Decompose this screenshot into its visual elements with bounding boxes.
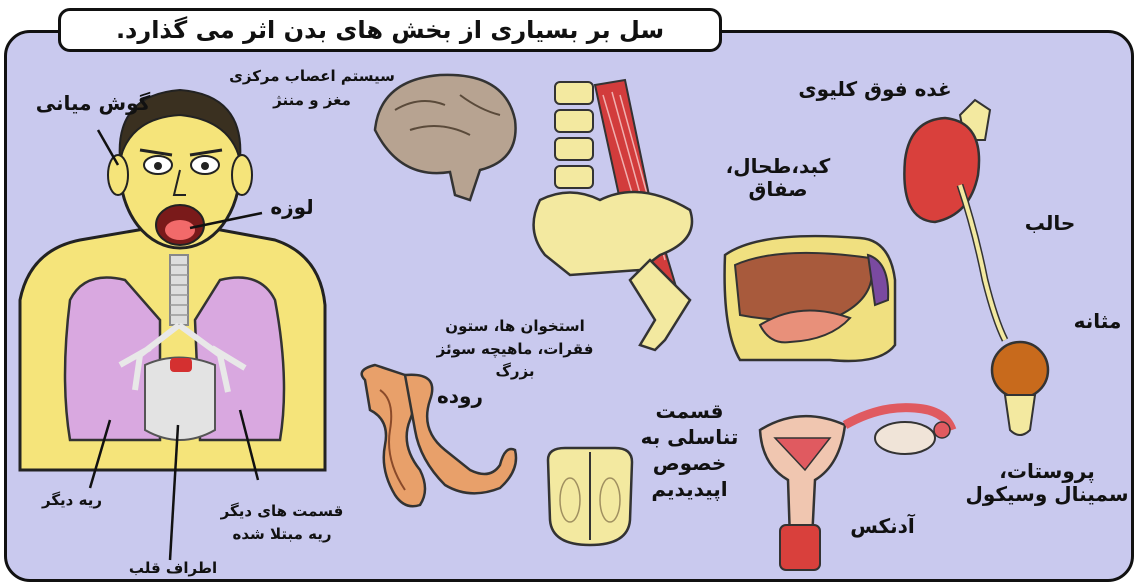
prostate <box>1005 395 1035 435</box>
label-ureter: حالب <box>1015 212 1085 235</box>
uterus-illustration <box>760 408 952 570</box>
label-bones: استخوان ها، ستون فقرات، ماهیچه سوئز بزرگ <box>420 315 610 383</box>
left-ear <box>108 155 128 195</box>
label-adrenal: غده فوق کلیوی <box>775 78 975 101</box>
label-lung-parts: قسمت های دیگر ریه مبتلا شده <box>212 500 352 545</box>
label-brain-meninges: مغز و مننژ <box>262 92 362 109</box>
label-genital: قسمت تناسلی به خصوص اپیدیدیم <box>632 398 747 502</box>
label-intestine: روده <box>425 385 495 408</box>
label-other-lung: ریه دیگر <box>22 492 122 509</box>
brain-illustration <box>375 75 516 200</box>
ovary <box>875 422 935 454</box>
label-prostate: پروستات، سمینال وسیکول <box>958 460 1136 506</box>
label-adnexa: آدنکس <box>835 515 930 538</box>
right-ear <box>232 155 252 195</box>
page-title: سل بر بسیاری از بخش های بدن اثر می گذارد… <box>116 16 664 44</box>
title-box: سل بر بسیاری از بخش های بدن اثر می گذارد… <box>58 8 722 52</box>
label-heart-area: اطراف قلب <box>118 560 228 577</box>
label-bladder: مثانه <box>1060 310 1135 333</box>
label-cns: سیستم اعصاب مرکزی <box>222 68 402 85</box>
tonsil-shape <box>165 220 195 240</box>
femur <box>630 260 690 350</box>
label-tonsil: لوزه <box>262 196 322 219</box>
middle-ear-pointer <box>98 130 118 165</box>
liver-illustration <box>725 236 895 361</box>
label-middle-ear: گوش میانی <box>28 92 158 115</box>
spine-pelvis-illustration <box>534 80 692 350</box>
human-torso-illustration <box>20 90 325 470</box>
label-liver: کبد،طحال، صفاق <box>718 155 838 201</box>
bladder <box>992 342 1048 398</box>
testes-illustration <box>548 448 632 545</box>
urinary-illustration <box>904 100 1048 435</box>
